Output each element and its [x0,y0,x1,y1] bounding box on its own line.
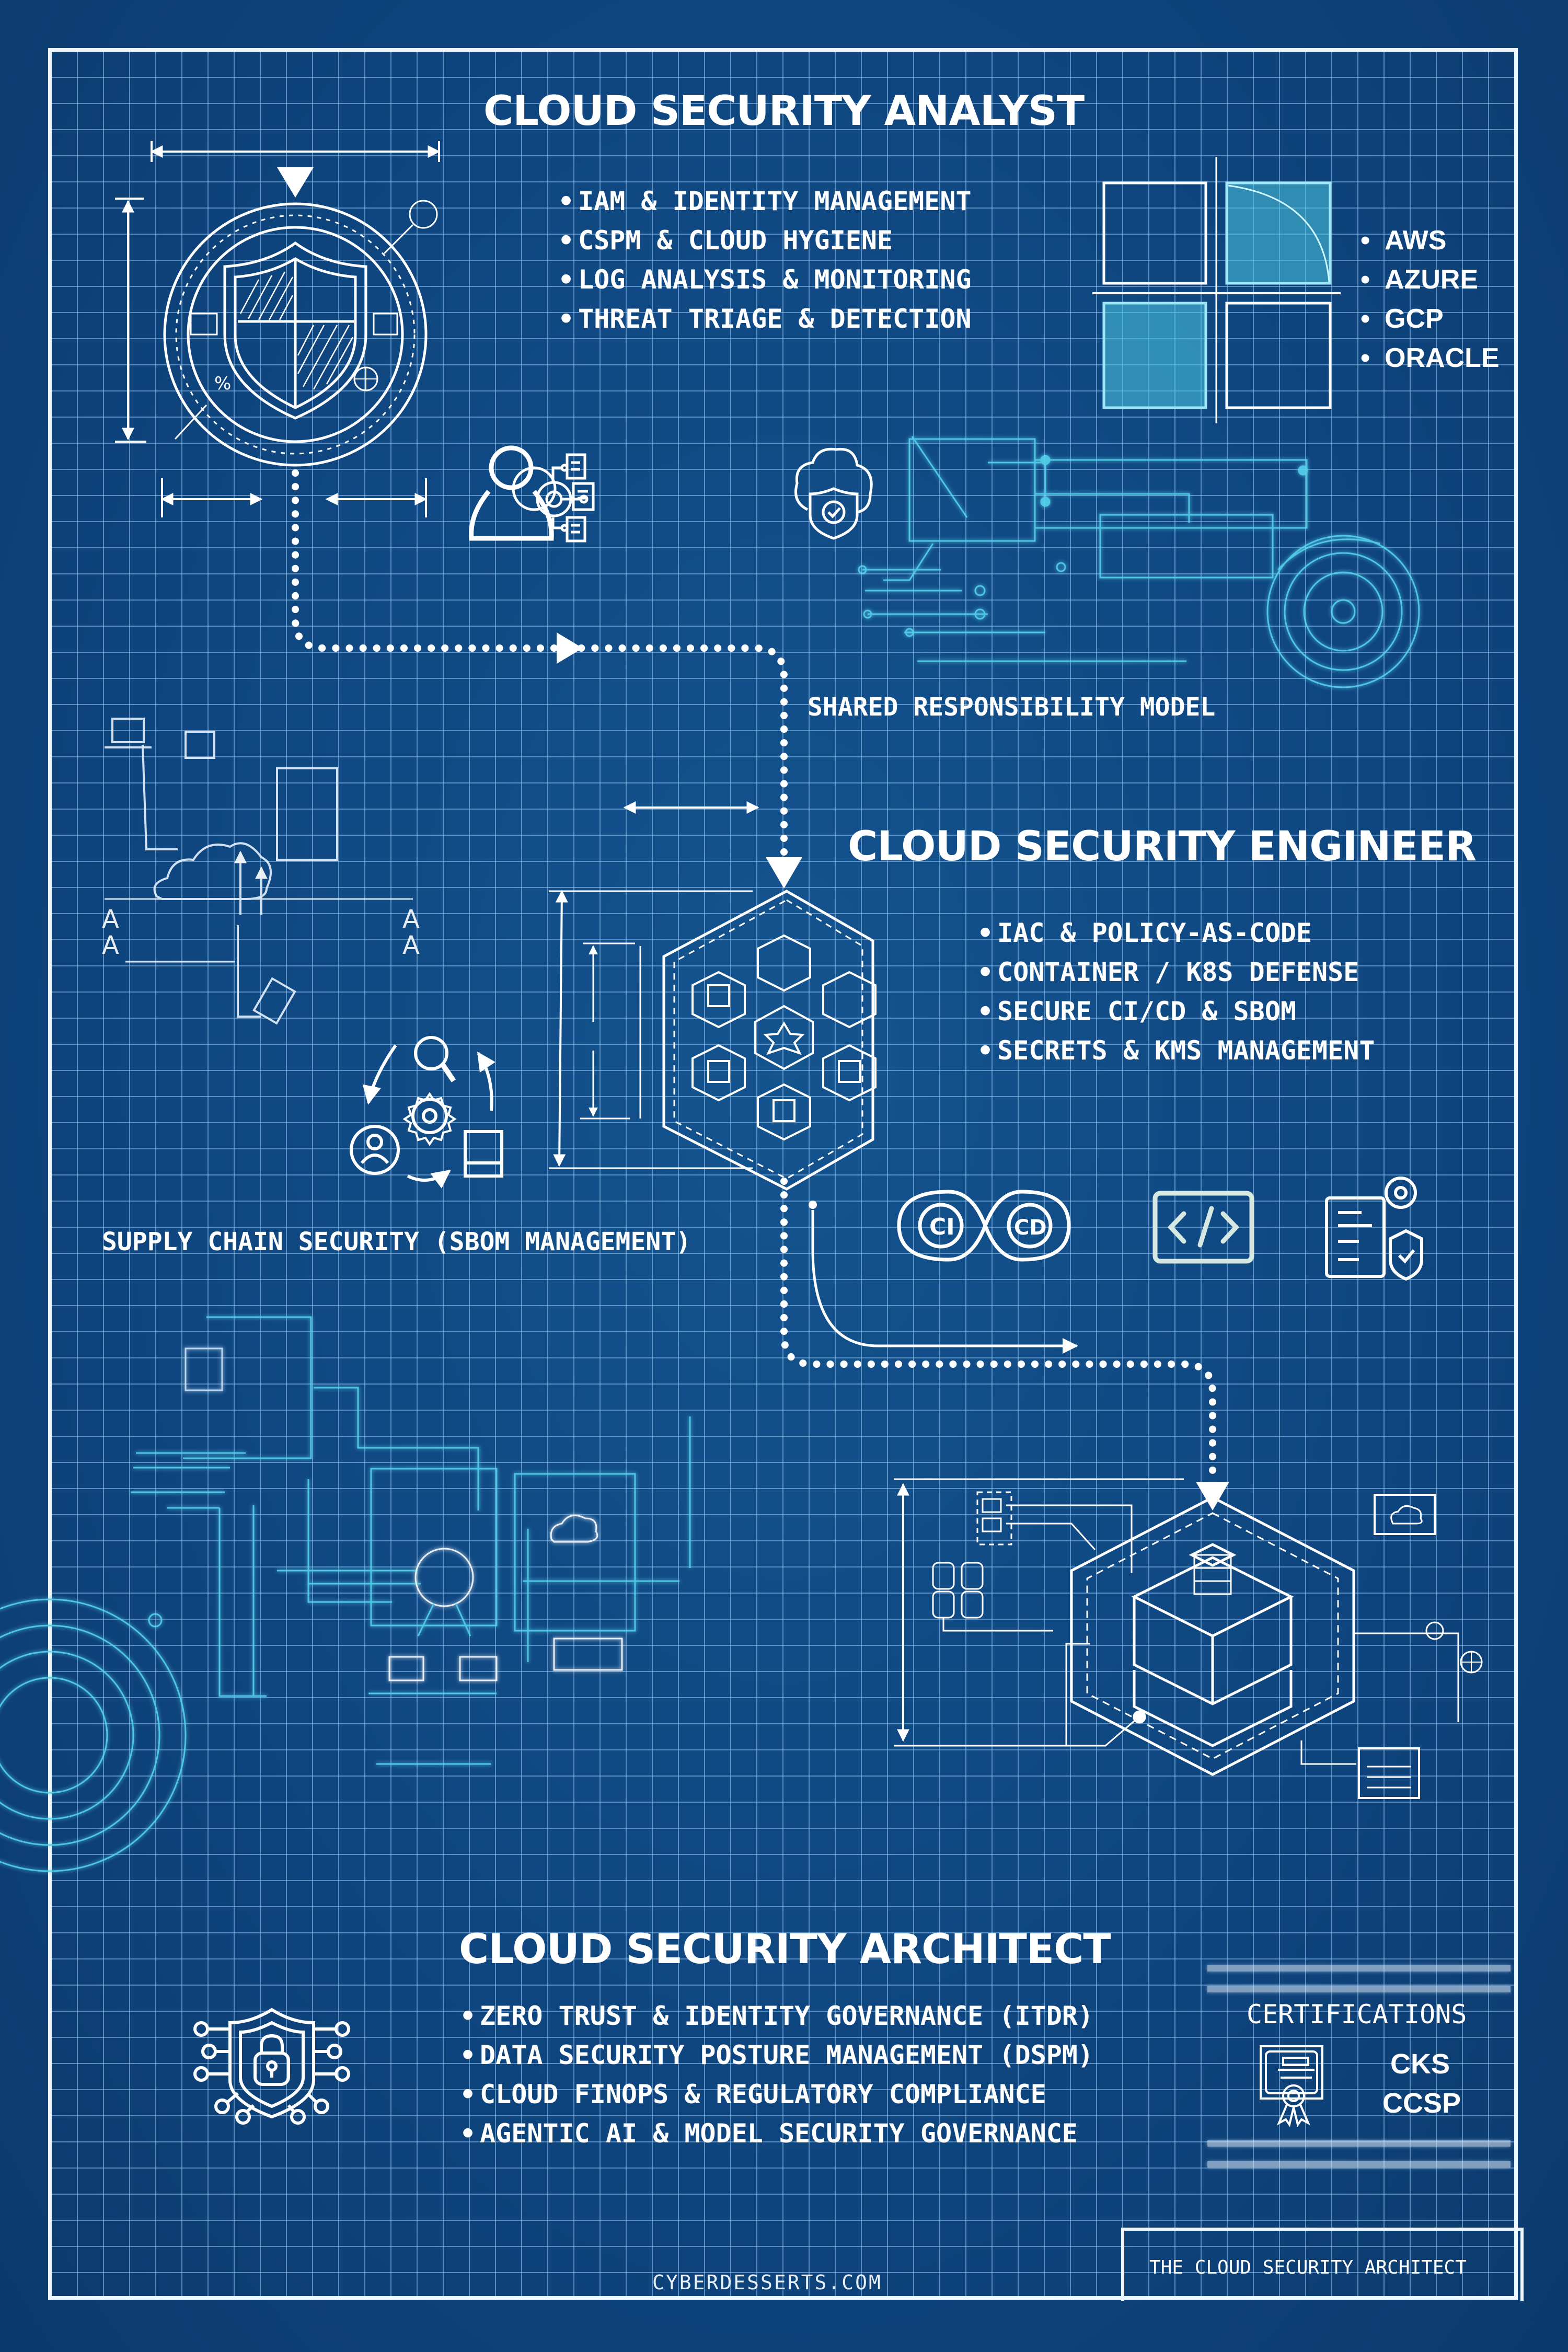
engineer-skill-list: IAC & POLICY-AS-CODE CONTAINER / K8S DEF… [977,914,1375,1070]
analyst-skill-item: CSPM & CLOUD HYGIENE [558,221,972,260]
footer-site-link[interactable]: CYBERDESSERTS.COM [652,2271,882,2294]
analyst-title: CLOUD SECURITY ANALYST [483,88,1085,135]
cloud-shield-check-icon [794,447,873,540]
supply-chain-cycle-icon [350,1036,503,1189]
shield-blueprint-icon: % [115,141,441,517]
architect-skill-list: ZERO TRUST & IDENTITY GOVERNANCE (ITDR) … [460,1997,1093,2153]
engineer-skill-item: CONTAINER / K8S DEFENSE [977,953,1375,992]
analyst-skill-item: THREAT TRIAGE & DETECTION [558,299,972,339]
analyst-skill-item: IAM & IDENTITY MANAGEMENT [558,182,972,221]
cloud-provider-item: AZURE [1361,260,1500,299]
engineer-title: CLOUD SECURITY ENGINEER [848,823,1477,870]
architect-skill-item: ZERO TRUST & IDENTITY GOVERNANCE (ITDR) [460,1997,1093,2036]
cert-divider-bottom-2 [1207,2161,1511,2167]
certification-item: CCSP [1382,2088,1461,2119]
architecture-isometric-diagram [894,1478,1483,1799]
analyst-skill-list: IAM & IDENTITY MANAGEMENT CSPM & CLOUD H… [558,182,972,339]
compliance-config-icon [1325,1177,1423,1281]
svg-text:A: A [102,931,119,960]
supply-chain-label: SUPPLY CHAIN SECURITY (SBOM MANAGEMENT) [102,1227,691,1256]
cloud-provider-item: ORACLE [1361,339,1500,378]
svg-text:A: A [402,905,420,934]
cloud-network-sketch: A A A A [102,718,420,1025]
svg-text:CI: CI [929,1214,955,1240]
architect-skill-item: DATA SECURITY POSTURE MANAGEMENT (DSPM) [460,2036,1093,2075]
architect-skill-item: CLOUD FINOPS & REGULATORY COMPLIANCE [460,2075,1093,2114]
circuit-diagram-bottom-left [0,1316,691,1872]
circuit-diagram-top-right [858,436,1420,688]
svg-text:A: A [402,931,420,960]
cicd-infinity-icon: CI CD [897,1190,1071,1262]
certifications-heading: CERTIFICATIONS [1247,1999,1467,2030]
architect-skill-item: AGENTIC AI & MODEL SECURITY GOVERNANCE [460,2114,1093,2153]
kubernetes-hexagon-diagram [549,890,877,1191]
analyst-skill-item: LOG ANALYSIS & MONITORING [558,260,972,299]
cert-divider-bottom-1 [1207,2140,1511,2147]
svg-text:A: A [102,905,119,934]
cloud-quadrant-icon [1092,157,1341,423]
engineer-skill-item: IAC & POLICY-AS-CODE [977,914,1375,953]
certificate-icon [1260,2045,1323,2127]
architect-title: CLOUD SECURITY ARCHITECT [459,1926,1111,1973]
cloud-provider-item: GCP [1361,299,1500,339]
engineer-skill-item: SECURE CI/CD & SBOM [977,992,1375,1031]
gear-documents-icon [512,453,595,543]
title-block: THE CLOUD SECURITY ARCHITECT [1121,2228,1524,2301]
cert-divider-top-1 [1207,1965,1511,1971]
cloud-provider-list: AWS AZURE GCP ORACLE [1361,221,1500,378]
svg-text:CD: CD [1014,1216,1047,1240]
svg-text:%: % [214,373,231,394]
certification-item: CKS [1390,2048,1450,2080]
cloud-provider-item: AWS [1361,221,1500,260]
shared-responsibility-label: SHARED RESPONSIBILITY MODEL [808,693,1216,722]
blueprint-grid-sheet [48,48,1518,2300]
title-block-text: THE CLOUD SECURITY ARCHITECT [1149,2257,1467,2278]
curved-arrow [811,1210,1078,1354]
engineer-skill-item: SECRETS & KMS MANAGEMENT [977,1031,1375,1070]
cert-divider-top-2 [1207,1986,1511,1992]
shield-lock-network-icon [193,2008,350,2125]
career-path-dotted-1 [292,469,802,889]
code-window-icon [1152,1191,1254,1264]
